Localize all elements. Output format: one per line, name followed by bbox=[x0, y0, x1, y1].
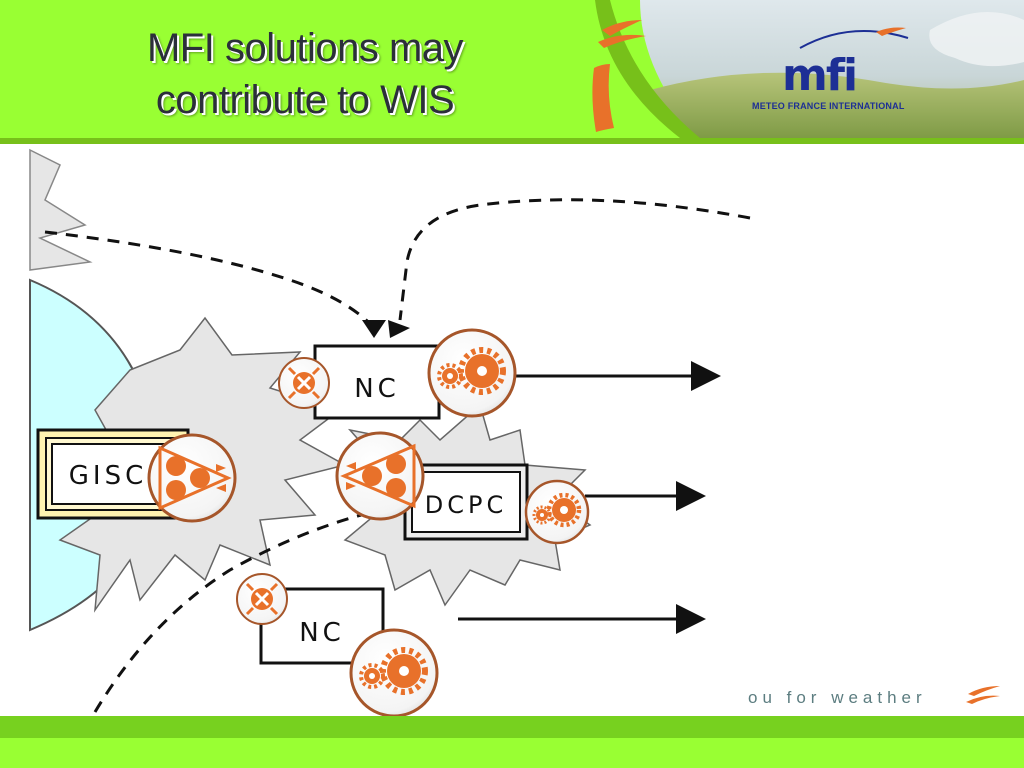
gears-icon bbox=[524, 479, 590, 545]
triangle-exchange-icon bbox=[335, 431, 425, 521]
node-dcpc: DCPC bbox=[403, 463, 529, 541]
header-divider bbox=[0, 138, 1024, 144]
arrowhead-left bbox=[362, 320, 386, 338]
left-cluster-shape bbox=[29, 148, 93, 271]
node-gisc-label: GISC bbox=[69, 461, 147, 491]
footer-strip bbox=[0, 716, 1024, 738]
footer-slogan: ou for weather bbox=[748, 688, 927, 707]
title-line-1: MFI solutions may bbox=[146, 26, 464, 70]
triangle-exchange-icon bbox=[147, 433, 237, 523]
node-nc-bottom-label: NC bbox=[299, 618, 345, 648]
dashed-flow-left bbox=[44, 230, 378, 331]
node-nc-top-label: NC bbox=[354, 374, 400, 404]
dashed-flow-bottom bbox=[93, 506, 391, 713]
network-hub-icon bbox=[236, 573, 288, 625]
node-nc-top: NC bbox=[313, 344, 441, 420]
network-hub-icon bbox=[278, 357, 330, 409]
mfi-logo: mfi bbox=[782, 50, 858, 101]
title-line-2: contribute to WIS bbox=[155, 78, 455, 122]
dashed-flow-top bbox=[398, 198, 751, 321]
landscape-photo bbox=[595, 0, 1024, 138]
node-dcpc-label: DCPC bbox=[425, 491, 507, 519]
logo-subtitle: METEO FRANCE INTERNATIONAL bbox=[752, 101, 905, 111]
gears-icon bbox=[349, 628, 439, 716]
flame-logo-icon bbox=[966, 686, 1000, 704]
gears-icon bbox=[427, 328, 517, 418]
arrowhead-right bbox=[388, 320, 410, 338]
mfi-i-logo-icon bbox=[592, 20, 646, 132]
page-title: MFI solutions may contribute to WIS bbox=[70, 22, 540, 126]
logo-swoosh-icon bbox=[799, 27, 909, 49]
wis-diagram: NC GISC DCPC NC bbox=[29, 148, 751, 716]
header-banner: MFI solutions may contribute to WIS mfi … bbox=[0, 0, 1024, 138]
